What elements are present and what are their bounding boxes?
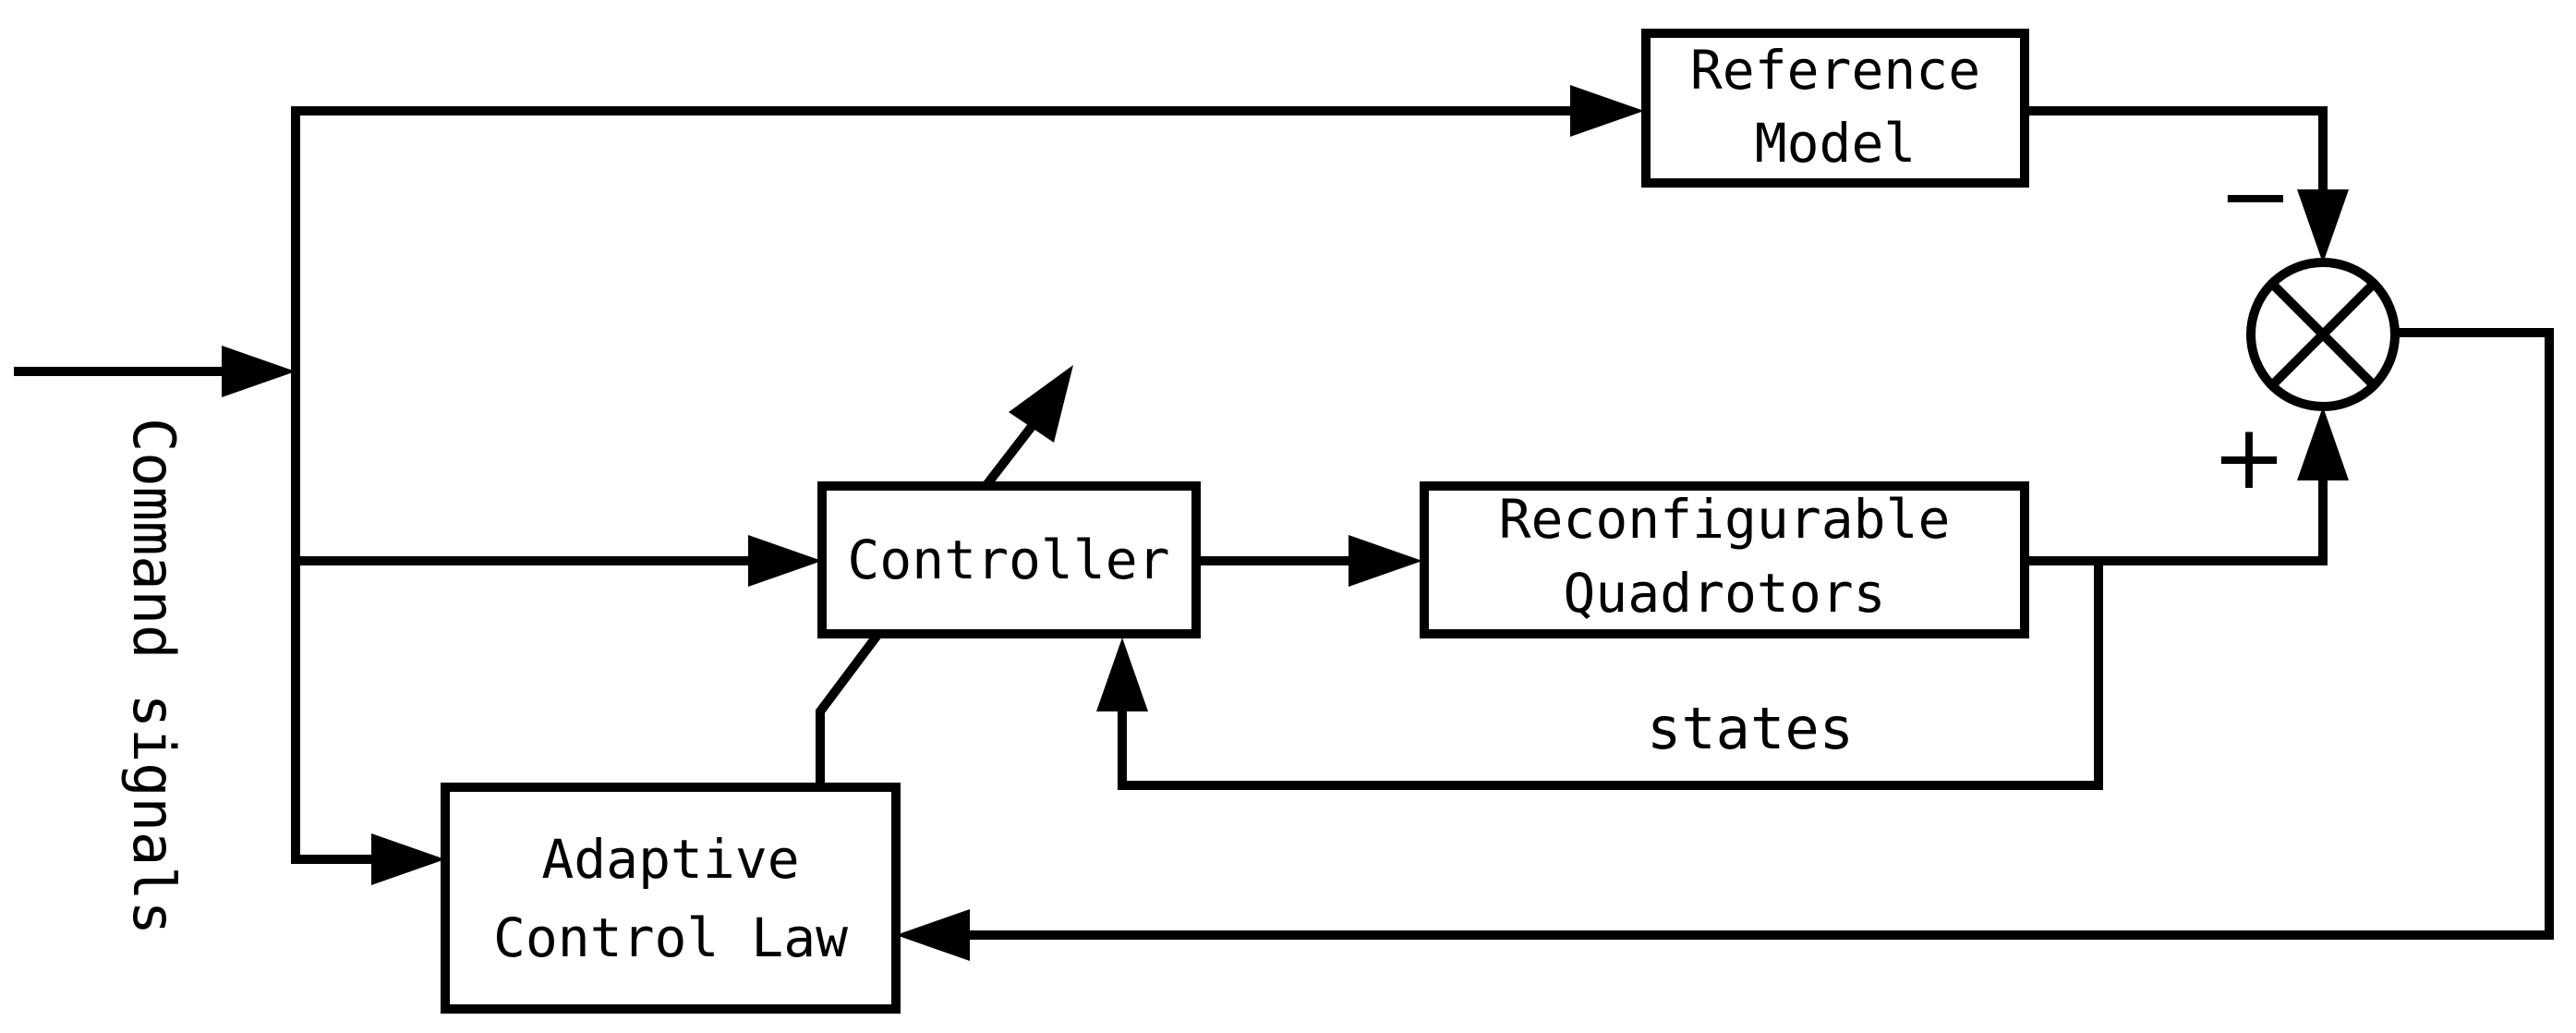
controller-label: Controller bbox=[847, 529, 1169, 591]
controller-block: Controller bbox=[817, 481, 1201, 638]
error-feedback-wire bbox=[961, 328, 2554, 940]
junction-plus-arrowhead bbox=[2297, 407, 2349, 480]
reference-model-frame bbox=[1641, 29, 2029, 188]
adaptive-adjustment-arrow-shaft bbox=[979, 413, 1044, 492]
reconfigurable-quadrotors-frame bbox=[1420, 481, 2029, 638]
reconfigurable-quadrotors-label-line2: Quadrotors bbox=[1563, 562, 1885, 625]
states-feedback-wire bbox=[1118, 556, 2103, 790]
states-feedback-arrowhead bbox=[1096, 638, 1148, 711]
summing-junction-cross-b bbox=[2265, 276, 2381, 393]
adaptive-adjustment-arrowhead bbox=[1009, 365, 1073, 443]
arrowheads bbox=[222, 85, 2349, 961]
plant-output-wire bbox=[2023, 471, 2328, 565]
reference-output-wire bbox=[2023, 106, 2328, 203]
command-input-arrowhead bbox=[222, 346, 296, 397]
controller-input-arrowhead bbox=[748, 535, 822, 587]
plus-sign: + bbox=[2212, 406, 2286, 509]
adaptive-law-feedback-arrowhead bbox=[896, 909, 970, 961]
adaptive-law-input-arrowhead bbox=[371, 833, 445, 885]
controller-frame bbox=[817, 481, 1201, 638]
reconfigurable-quadrotors-label-line1: Reconfigurable bbox=[1499, 488, 1951, 551]
adaptive-control-law-label-line2: Control Law bbox=[493, 906, 848, 969]
reconfigurable-quadrotors-block: Reconfigurable Quadrotors bbox=[1420, 481, 2029, 638]
reference-model-label-line2: Model bbox=[1755, 112, 1917, 175]
adaptive-control-law-label-line1: Adaptive bbox=[541, 828, 799, 891]
minus-sign: − bbox=[2219, 144, 2292, 248]
signal-wires bbox=[14, 106, 2554, 940]
adaptive-control-law-block: Adaptive Control Law bbox=[441, 783, 901, 1014]
summing-junction: − + bbox=[2212, 144, 2400, 509]
adaptive-control-law-frame bbox=[441, 783, 901, 1014]
reference-model-label-line1: Reference bbox=[1690, 39, 1980, 102]
command-signals-label: Command signals bbox=[120, 418, 187, 935]
reference-model-block: Reference Model bbox=[1641, 29, 2029, 188]
reference-model-input-arrowhead bbox=[1570, 85, 1644, 137]
states-label: states bbox=[1647, 695, 1854, 762]
adaptive-adjustment-wire bbox=[816, 631, 882, 790]
plant-input-arrowhead bbox=[1348, 535, 1422, 587]
junction-minus-arrowhead bbox=[2297, 189, 2349, 263]
